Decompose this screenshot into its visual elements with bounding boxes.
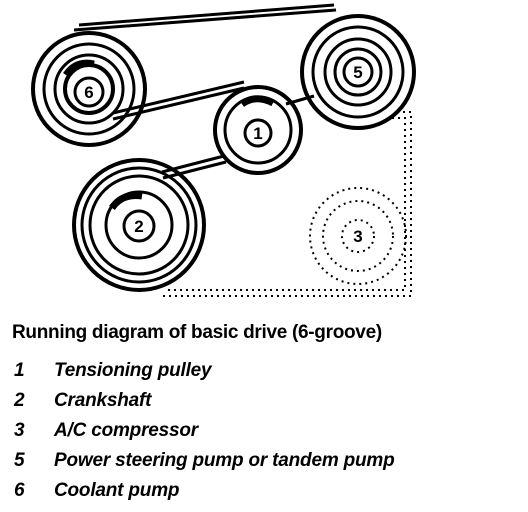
legend-number: 5 (14, 450, 25, 471)
legend-item: 1 Tensioning pulley (14, 356, 395, 386)
pulley-1-label: 1 (253, 124, 262, 143)
drive-belt-ac-route (160, 111, 412, 297)
pulley-6-coolant-pump: 6 (31, 31, 147, 147)
legend-label: Coolant pump (54, 480, 180, 501)
pulley-1-tensioning-pulley: 1 (213, 85, 303, 175)
legend-label: Power steering pump or tandem pump (54, 450, 395, 471)
belt-drive-diagram: 6 5 1 2 3 (31, 3, 416, 297)
legend-number: 6 (14, 480, 25, 501)
pulley-2-crankshaft: 2 (72, 158, 206, 292)
legend-item: 5 Power steering pump or tandem pump (14, 446, 395, 476)
pulley-2-label: 2 (134, 217, 143, 236)
diagram-title: Running diagram of basic drive (6-groove… (12, 322, 382, 343)
legend-label: Crankshaft (54, 390, 152, 411)
drive-belt (73, 3, 337, 180)
pulley-5-label: 5 (353, 63, 362, 82)
legend-number: 3 (14, 420, 25, 441)
pulley-6-label: 6 (84, 83, 93, 102)
pulley-5-power-steering-pump: 5 (300, 14, 416, 130)
legend-label: A/C compressor (54, 420, 198, 441)
legend-number: 1 (14, 360, 25, 381)
legend-item: 2 Crankshaft (14, 386, 395, 416)
legend-label: Tensioning pulley (54, 360, 212, 381)
legend-item: 6 Coolant pump (14, 476, 395, 506)
pulley-3-ac-compressor: 3 (309, 187, 407, 285)
legend-number: 2 (14, 390, 25, 411)
legend: 1 Tensioning pulley 2 Crankshaft 3 A/C comp… (14, 356, 395, 506)
pulley-3-label: 3 (353, 227, 362, 246)
legend-item: 3 A/C compressor (14, 416, 395, 446)
